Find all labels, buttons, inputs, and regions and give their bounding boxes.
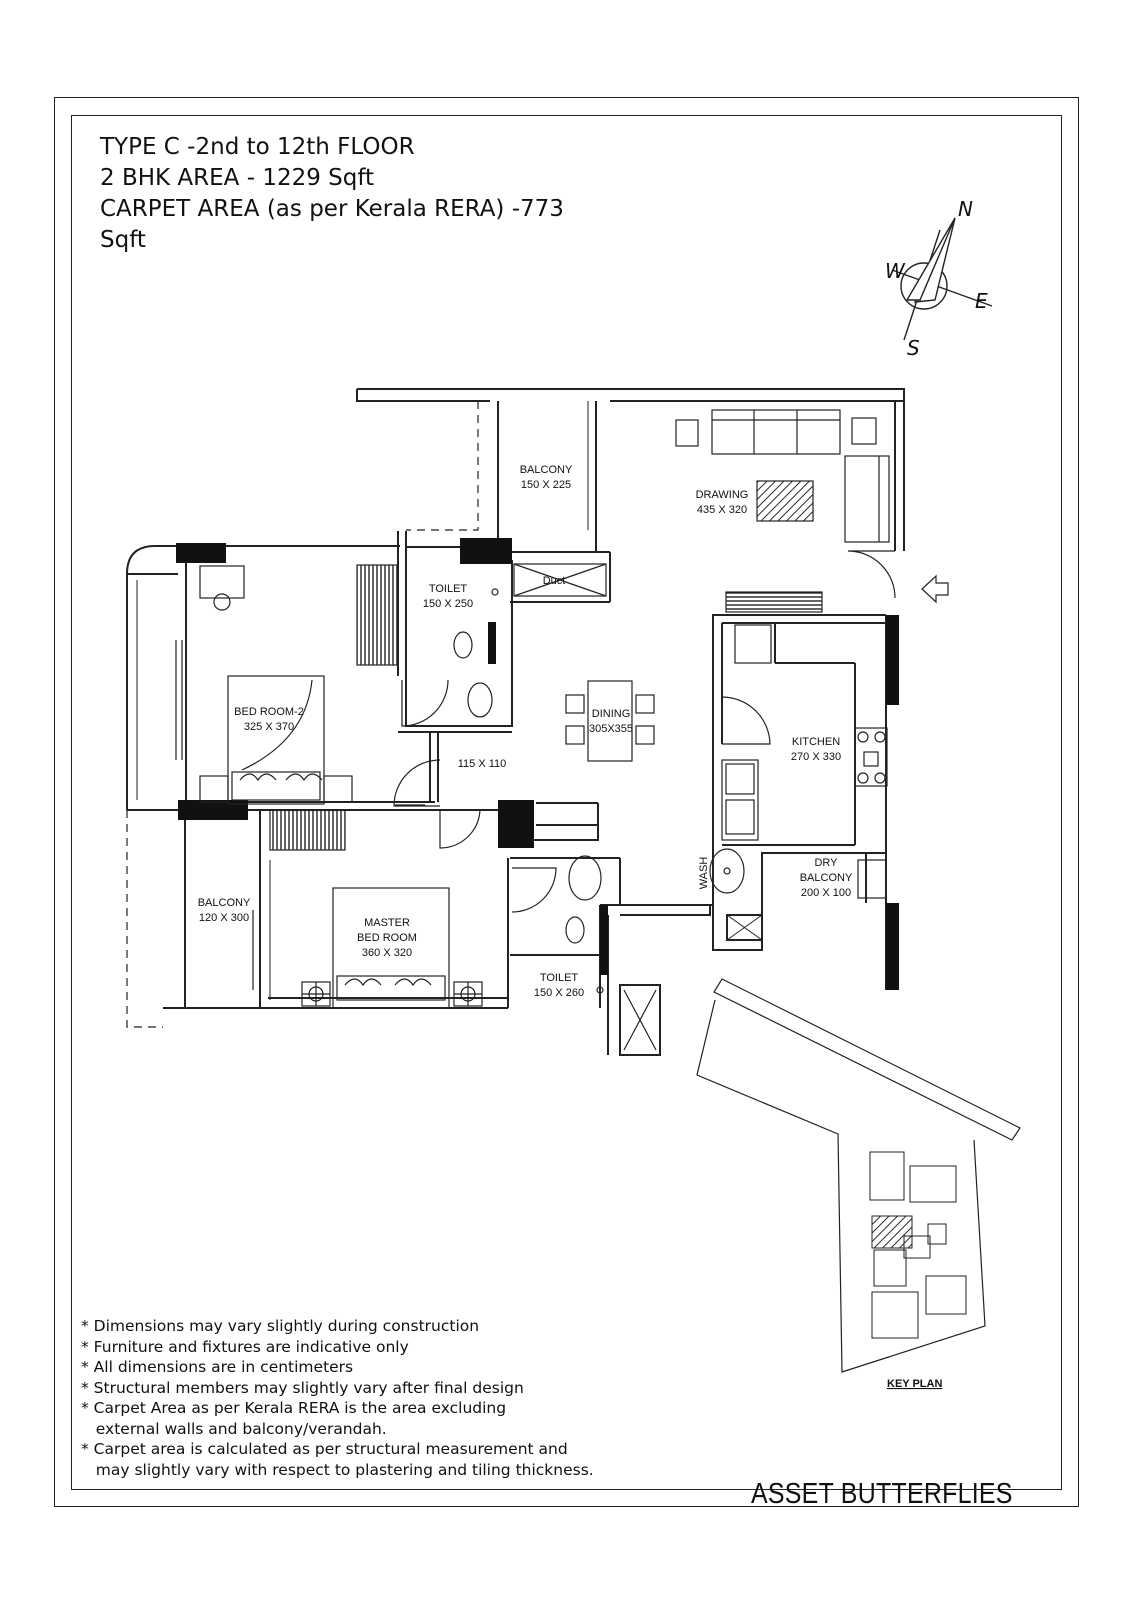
toilet-bottom-dim: 150 X 260	[534, 987, 584, 999]
master-name2: BED ROOM	[357, 932, 417, 944]
compass-rose	[891, 217, 993, 341]
note-item: * Structural members may slightly vary a…	[81, 1378, 524, 1397]
note-item: external walls and balcony/verandah.	[81, 1419, 387, 1438]
balcony-left-name: BALCONY	[198, 897, 251, 909]
dry-balcony-name2: BALCONY	[800, 872, 853, 884]
plan-header: TYPE C -2nd to 12th FLOOR 2 BHK AREA - 1…	[100, 132, 700, 256]
compass-east-label: E	[975, 289, 988, 313]
room-labels: BALCONY 150 X 225 DRAWING 435 X 320 TOIL…	[198, 464, 853, 999]
duct-label: Duct	[543, 575, 566, 587]
header-type: TYPE C -2nd to 12th FLOOR	[100, 134, 415, 160]
kitchen-name: KITCHEN	[792, 736, 840, 748]
balcony-top-name: BALCONY	[520, 464, 573, 476]
note-item: * Carpet area is calculated as per struc…	[81, 1440, 568, 1458]
drawing-name: DRAWING	[696, 489, 749, 501]
wash-label: WASH	[698, 857, 710, 890]
inner-border	[71, 115, 1062, 1490]
compass-west-label: W	[885, 259, 906, 283]
bedroom2-name: BED ROOM-2	[234, 706, 304, 718]
passage-dim: 115 X 110	[458, 758, 507, 770]
balcony-top-dim: 150 X 225	[521, 479, 571, 491]
key-plan	[696, 978, 1021, 1373]
dining-name: DINING	[592, 708, 631, 720]
structural-columns	[176, 538, 899, 990]
wardrobe-master	[269, 809, 346, 851]
dining-dim: 305X355	[589, 723, 633, 735]
furniture	[175, 409, 949, 1051]
master-name1: MASTER	[364, 917, 410, 929]
note-item: * Carpet Area as per Kerala RERA is the …	[81, 1399, 507, 1417]
compass-south-label: S	[907, 336, 920, 360]
balcony-left-dim: 120 X 300	[199, 912, 249, 924]
tv-unit	[725, 591, 823, 613]
walls	[126, 388, 905, 1056]
toilet-top-dim: 150 X 250	[423, 598, 473, 610]
note-item: may slightly vary with respect to plaste…	[81, 1460, 594, 1479]
note-item: * Dimensions may vary slightly during co…	[81, 1317, 480, 1335]
note-item: * Furniture and fixtures are indicative …	[81, 1337, 409, 1356]
header-carpet-unit: Sqft	[100, 227, 146, 253]
outer-border	[54, 97, 1079, 1507]
kitchen-dim: 270 X 330	[791, 751, 841, 763]
dry-balcony-dim: 200 X 100	[801, 887, 851, 899]
compass-north-label: N	[958, 197, 973, 221]
toilet-top-name: TOILET	[429, 583, 468, 595]
master-dim: 360 X 320	[362, 947, 412, 959]
key-plan-label: KEY PLAN	[887, 1378, 942, 1390]
note-item: * All dimensions are in centimeters	[81, 1358, 354, 1376]
toilet-bottom-name: TOILET	[540, 972, 579, 984]
header-bhk-area: 2 BHK AREA - 1229 Sqft	[100, 165, 375, 191]
coffee-table	[756, 480, 814, 522]
drawing-dim: 435 X 320	[697, 504, 747, 516]
notes-list: * Dimensions may vary slightly during co…	[81, 1316, 721, 1480]
brand-name: ASSET BUTTERFLIES	[751, 1478, 1013, 1510]
bedroom2-dim: 325 X 370	[244, 721, 294, 733]
dry-balcony-name1: DRY	[814, 857, 838, 869]
wardrobe-bed2	[356, 564, 398, 666]
header-carpet-area: CARPET AREA (as per Kerala RERA) -773	[100, 196, 564, 222]
